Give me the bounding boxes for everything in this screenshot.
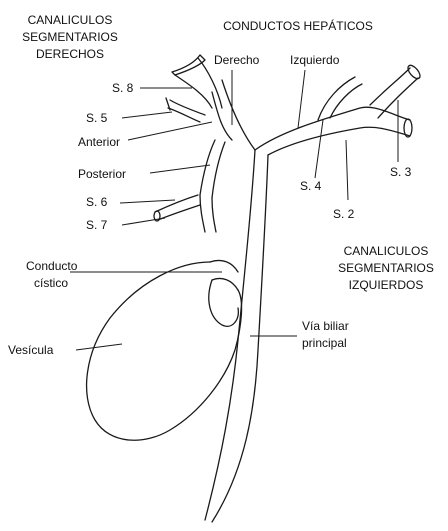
gallbladder-outline (87, 262, 242, 440)
left-segmental-title-line3: IZQUIERDOS (349, 278, 424, 292)
label-s3: S. 3 (390, 165, 412, 179)
right-segmental-title-line2: SEGMENTARIOS (22, 30, 118, 44)
left-segmental-title-line2: SEGMENTARIOS (338, 261, 434, 275)
right-segmental-title-line1: CANALICULOS (28, 13, 113, 27)
label-conducto-line2: cístico (34, 276, 68, 290)
right-hepatic-duct (222, 80, 255, 150)
labels: CANALICULOS SEGMENTARIOS DERECHOS CONDUC… (8, 13, 434, 357)
label-via-biliar-line1: Vía biliar (302, 319, 349, 333)
label-s5: S. 5 (86, 111, 108, 125)
label-izquierdo: Izquierdo (290, 53, 340, 67)
segment-7-branch (155, 195, 200, 220)
label-vesicula: Vesícula (8, 343, 54, 357)
hepatic-ducts-title: CONDUCTOS HEPÁTICOS (223, 18, 373, 33)
lower-right-branch (200, 195, 216, 232)
segment-3-branch (370, 68, 410, 105)
common-bile-duct-right-wall (212, 155, 268, 522)
posterior-branch (200, 140, 215, 195)
cystic-duct (210, 260, 238, 290)
left-upper-branch (318, 77, 355, 120)
label-s8: S. 8 (112, 81, 134, 95)
gallbladder-neck (209, 280, 239, 326)
segment-3-opening (406, 63, 422, 80)
label-via-biliar-line2: principal (302, 336, 347, 350)
left-segmental-title-line1: CANALICULOS (344, 244, 429, 258)
label-derecho: Derecho (214, 53, 260, 67)
segment-2-opening (404, 119, 412, 137)
label-conducto-line1: Conducto (26, 259, 78, 273)
label-s2: S. 2 (333, 207, 355, 221)
segment-5-branch (168, 100, 205, 122)
right-segmental-title-line3: DERECHOS (36, 47, 104, 61)
label-s6: S. 6 (86, 195, 108, 209)
label-anterior: Anterior (78, 135, 120, 149)
label-s4: S. 4 (300, 179, 322, 193)
label-s7: S. 7 (86, 218, 108, 232)
segment-8-branch (172, 55, 205, 75)
label-posterior: Posterior (78, 167, 126, 181)
